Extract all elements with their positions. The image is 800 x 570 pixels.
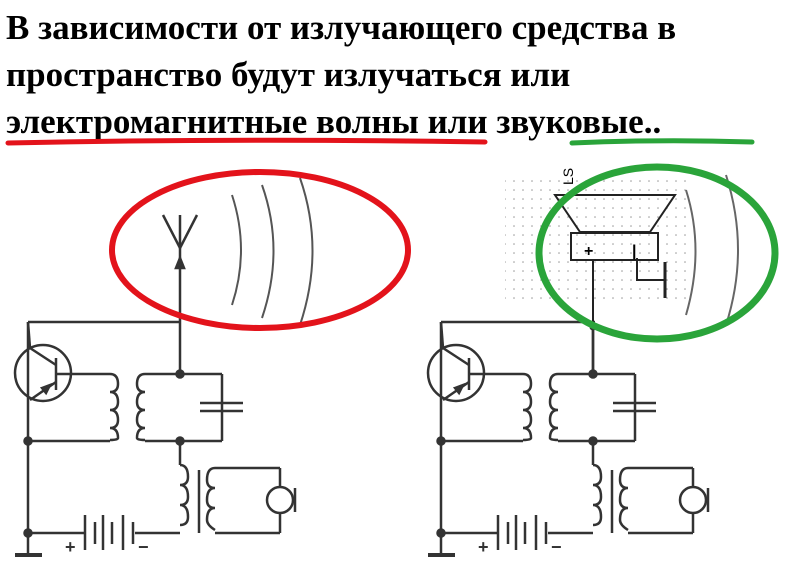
title-text: В зависимости от излучающего средства в … (6, 8, 677, 94)
speaker: + | LS (505, 168, 739, 374)
title-end: .. (643, 102, 662, 141)
transmitter-circuit-right (426, 320, 710, 557)
title-text-or: или (418, 102, 497, 141)
title-sound-waves: звуковые (496, 102, 644, 141)
red-highlight-ellipse (109, 169, 411, 331)
green-underline (569, 138, 755, 146)
green-highlight-ellipse (535, 163, 779, 343)
title-em-waves: электромагнитные волны (6, 102, 419, 141)
battery-plus-right: + (478, 537, 489, 557)
red-underline (5, 137, 488, 146)
battery-minus-right: − (551, 537, 562, 557)
speaker-plus: + (584, 243, 593, 260)
slide-title: В зависимости от излучающего средства в … (6, 4, 796, 145)
em-waves (231, 177, 314, 326)
antenna-icon (161, 214, 199, 322)
speaker-label: LS (560, 168, 576, 185)
sound-waves (685, 174, 739, 326)
speaker-minus: | (632, 243, 636, 260)
battery-minus-left: − (138, 537, 149, 557)
transmitter-circuit-left (13, 320, 297, 557)
battery-plus-left: + (65, 537, 76, 557)
